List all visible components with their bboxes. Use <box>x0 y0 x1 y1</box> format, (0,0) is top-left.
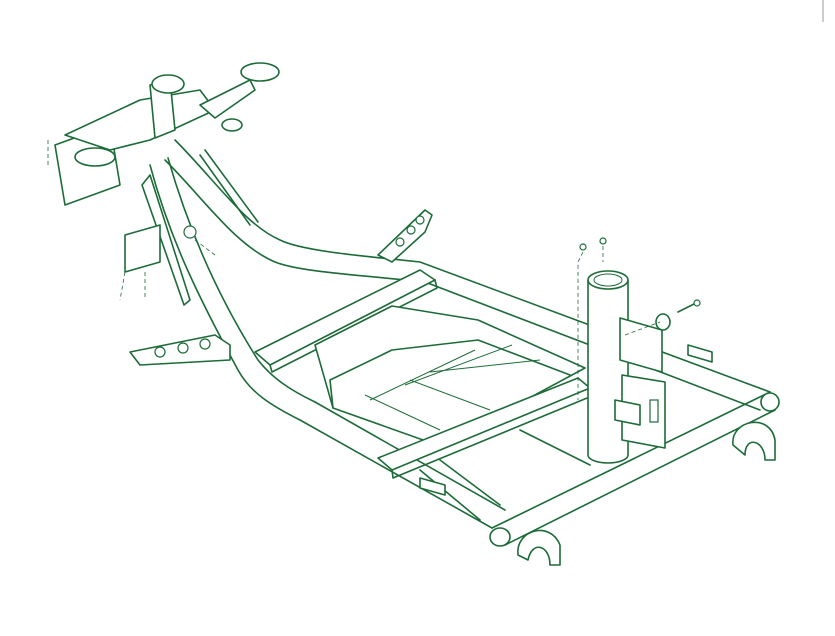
inner-rail <box>419 429 591 521</box>
diagonal-brace <box>141 174 191 306</box>
rear-tab <box>687 344 713 363</box>
rear-tab <box>419 477 446 496</box>
rear-cross-tube <box>489 391 780 547</box>
right-main-rail <box>164 139 771 411</box>
right-mount-plate <box>377 209 433 263</box>
front-hitch-assembly <box>47 62 280 301</box>
left-mount-plate <box>129 334 231 366</box>
bolt-spacer <box>577 237 701 400</box>
u-clamp <box>732 421 776 461</box>
u-clamp <box>517 529 561 566</box>
tray <box>314 305 586 447</box>
diagonal-brace <box>199 149 259 226</box>
post-bracket <box>614 317 666 449</box>
